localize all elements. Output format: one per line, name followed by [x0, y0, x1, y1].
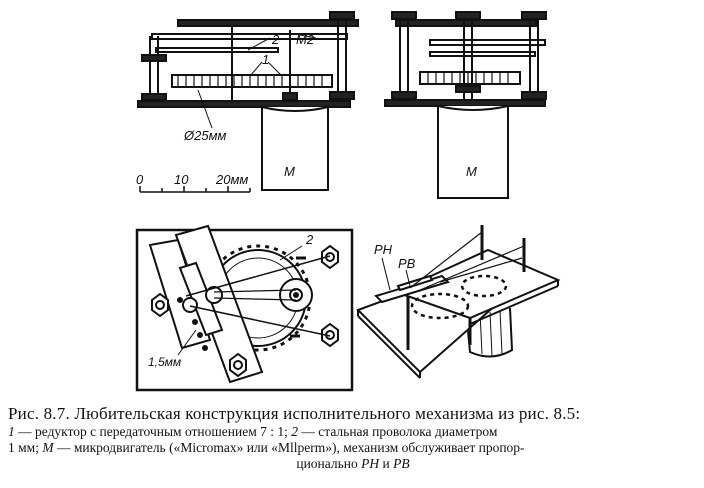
caption-text-3a: 1 мм; — [8, 440, 43, 455]
label-motor-right: M — [466, 164, 477, 179]
caption-text-2a: — редуктор с передаточным отношением 7 :… — [14, 424, 292, 439]
label-1-top: 1 — [262, 52, 269, 67]
scale-bar — [139, 186, 251, 193]
caption-and: и — [379, 456, 394, 471]
label-1-5mm: 1,5мм — [148, 355, 181, 369]
caption-num-2: 2 — [291, 424, 299, 439]
label-ph: PH — [374, 242, 393, 257]
label-motor-left: M — [284, 164, 295, 179]
label-m2: M2 — [296, 32, 315, 47]
scale-label-0: 0 — [136, 172, 144, 187]
caption-text-4a: ционально — [296, 456, 362, 471]
caption-line-3: 1 мм; M — микродвигатель («Micromax» или… — [8, 440, 698, 456]
side-view-right — [384, 11, 547, 199]
figure-caption: Рис. 8.7. Любительская конструкция испол… — [8, 404, 698, 472]
caption-m: M — [42, 440, 54, 455]
label-2-top: 2 — [271, 32, 280, 47]
label-2-bottom: 2 — [305, 232, 314, 247]
mechanism-drawing: 2 M2 1 Ø25мм M M 0 10 20мм 2 1,5мм PH PB — [135, 11, 561, 392]
side-view-left — [137, 11, 359, 191]
caption-pb: PB — [393, 456, 410, 471]
scale-label-10: 10 — [174, 172, 189, 187]
caption-num-1: 1 — [8, 424, 15, 439]
label-diameter: Ø25мм — [183, 128, 226, 143]
top-view — [135, 224, 354, 392]
caption-title: Рис. 8.7. Любительская конструкция испол… — [8, 404, 581, 423]
caption-text-3b: — микродвигатель («Micromax» или «Mllper… — [53, 440, 525, 455]
scale-label-20: 20мм — [215, 172, 248, 187]
caption-line-2: 1 — редуктор с передаточным отношением 7… — [8, 424, 698, 440]
caption-ph: PH — [361, 456, 380, 471]
caption-line-4: ционально PH и PB — [8, 456, 698, 472]
label-pb: PB — [398, 256, 416, 271]
perspective-view — [356, 225, 561, 379]
caption-text-2b: — стальная проволока диаметром — [298, 424, 498, 439]
